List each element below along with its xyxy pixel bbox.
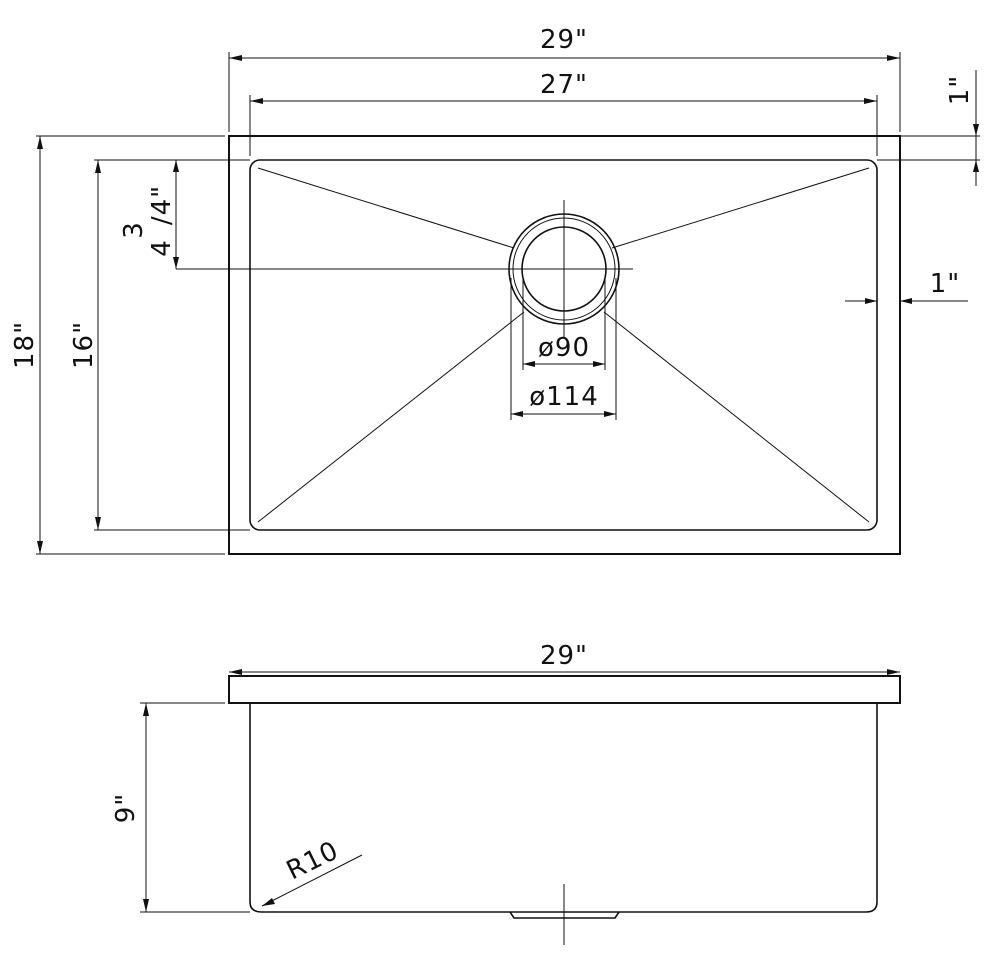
- top-view: 29" 27" 1" 1" 18" 16": [10, 25, 980, 555]
- dim-flange-top: 1": [945, 75, 975, 106]
- arrowhead: [37, 541, 43, 554]
- dim-side-wall: 1": [930, 269, 961, 299]
- arrowhead: [887, 55, 900, 61]
- dim-corner-radius: R10: [282, 836, 344, 887]
- arrowhead: [973, 124, 979, 136]
- outer-rim: [228, 135, 901, 555]
- arrowhead: [95, 160, 101, 173]
- dim-side-overall-width: 29": [540, 641, 588, 671]
- arrowhead: [523, 361, 535, 367]
- dim-side-height: 9": [111, 793, 141, 824]
- arrowhead: [593, 361, 605, 367]
- arrowhead: [250, 98, 263, 104]
- dim-inner-depth: 16": [69, 321, 99, 369]
- arrowhead: [143, 899, 149, 912]
- arrowhead: [262, 898, 275, 906]
- arrowhead: [887, 669, 900, 675]
- arrowhead: [229, 669, 242, 675]
- radius-leader: [261, 854, 363, 907]
- dim-drain-inner-diameter: ø90: [538, 333, 590, 363]
- dim-overall-width: 29": [540, 25, 588, 55]
- arrowhead: [511, 411, 523, 417]
- slope-line-bottom-right: [603, 311, 870, 523]
- arrowhead: [865, 298, 877, 304]
- slope-line-bottom-left: [257, 311, 525, 523]
- dim-drain-offset-den: /4": [147, 185, 177, 225]
- inner-bowl: [249, 159, 878, 531]
- arrowhead: [173, 257, 179, 269]
- side-bowl: [249, 703, 878, 913]
- side-view: 29" 9" R10: [111, 641, 901, 945]
- dim-drain-offset-whole: 4: [147, 239, 177, 257]
- dim-drain-outer-diameter: ø114: [529, 382, 599, 412]
- arrowhead: [604, 411, 616, 417]
- arrowhead: [95, 517, 101, 530]
- slope-line-top-right: [611, 167, 870, 249]
- arrowhead: [143, 703, 149, 716]
- arrowhead: [900, 298, 912, 304]
- dim-overall-depth: 18": [10, 321, 40, 369]
- arrowhead: [229, 55, 242, 61]
- side-flange: [228, 675, 901, 704]
- arrowhead: [864, 98, 877, 104]
- dim-drain-offset-num: 3: [119, 221, 149, 239]
- slope-line-top-left: [257, 167, 515, 249]
- arrowhead: [37, 136, 43, 149]
- arrowhead: [973, 160, 979, 172]
- arrowhead: [173, 160, 179, 172]
- dim-inner-width: 27": [540, 70, 588, 100]
